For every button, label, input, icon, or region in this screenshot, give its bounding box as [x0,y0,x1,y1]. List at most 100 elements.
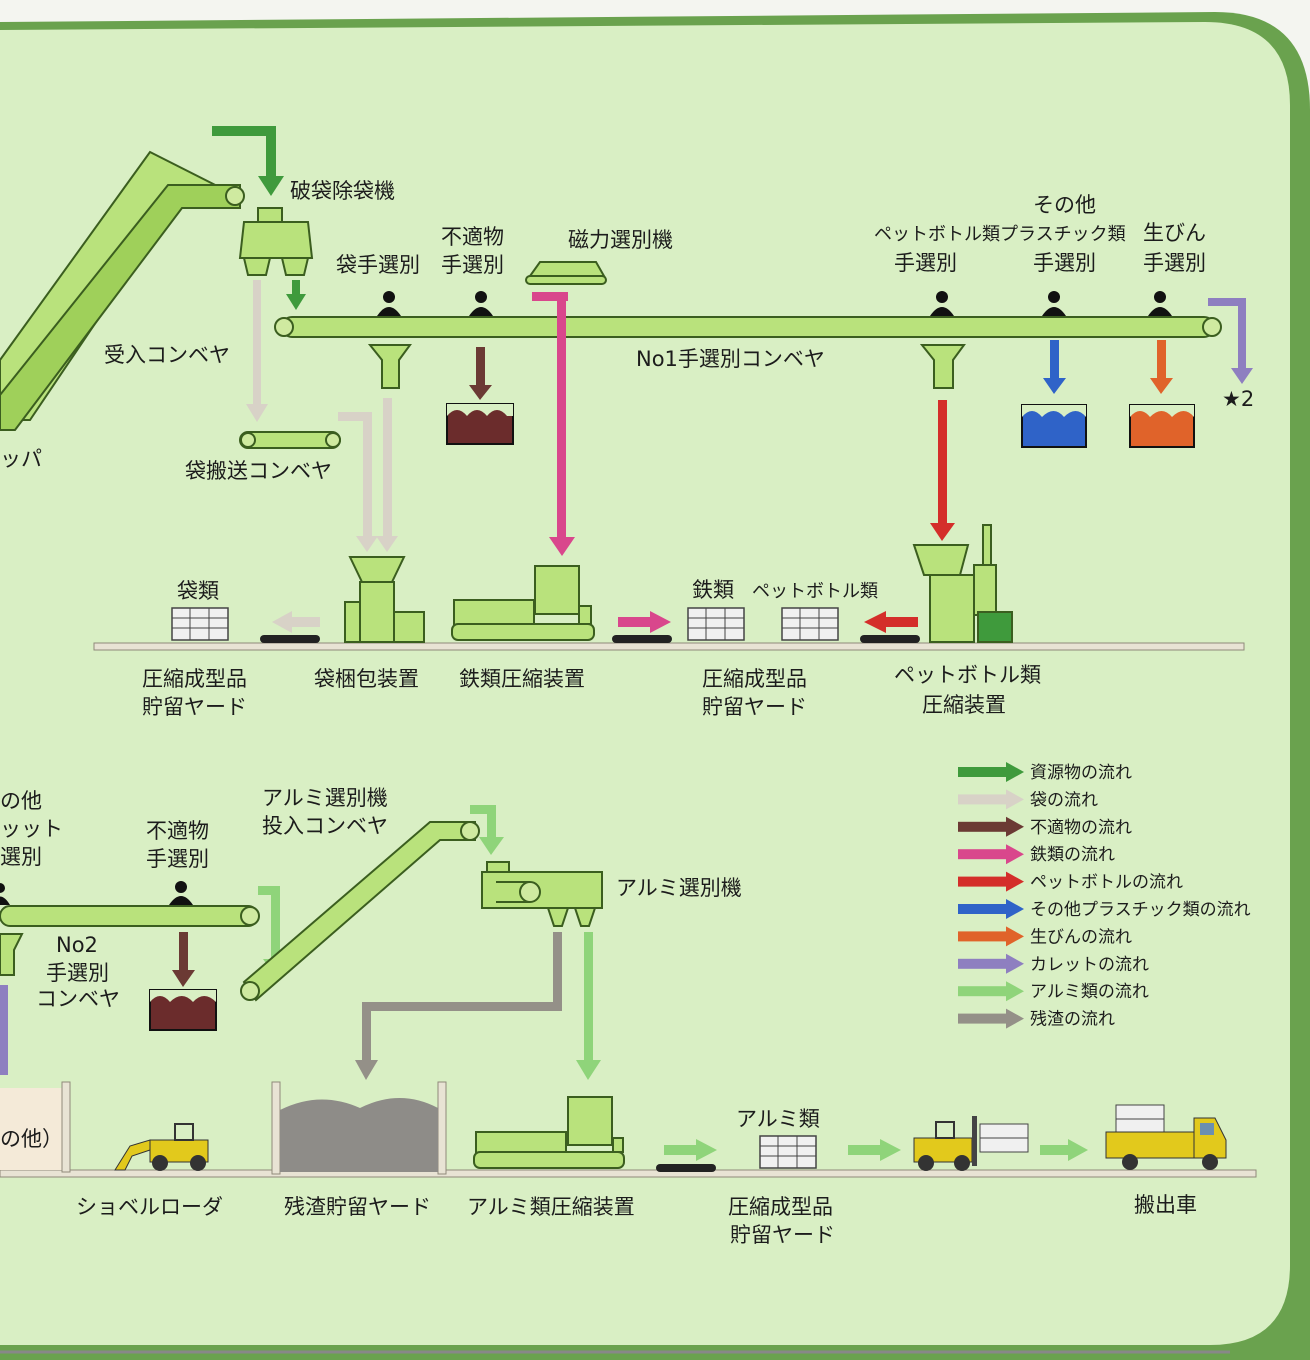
bag-flow-arrow-2 [338,398,398,552]
label-other-plastic-2: プラスチック類 [1000,224,1126,245]
worker-icon [169,881,193,905]
legend-arrow-icon [958,931,1008,942]
legend-arrow-icon [958,876,1008,887]
label-raw-bottle-1: 生びん [1143,221,1206,245]
shovel-loader-icon [114,1123,209,1171]
label-pet-sort-1: ペットボトル類 [874,224,1000,245]
legend-arrow-icon [958,767,1008,777]
legend-label: その他プラスチック類の流れ [1030,900,1251,920]
legend-label: 生びんの流れ [1030,927,1132,947]
label-truck: 搬出車 [1134,1193,1197,1217]
glass-flow-arrow [1150,340,1173,394]
label-iron-compressor: 鉄類圧縮装置 [459,667,585,691]
worker-icon [0,883,10,905]
iron-flow-arrow [532,292,575,556]
label-bag-transport-conveyor: 袋搬送コンベヤ [185,459,332,483]
legend-arrow-icon [958,1013,1008,1024]
legend-arrowhead-icon [1006,953,1024,974]
label-raw-bottle-2: 手選別 [1143,251,1206,275]
label-alu-conveyor-2: 投入コンベヤ [262,814,388,838]
label-other-plastic-1: その他 [1033,193,1096,217]
label-other-cutoff-3: 選別 [0,845,42,869]
label-iron: 鉄類 [692,578,734,602]
legend-label: アルミ類の流れ [1030,982,1149,1002]
pet-compressor-machine [912,524,1013,643]
storage-pile [0,1081,71,1173]
bag-transport-conveyor [239,431,341,449]
funnel [0,933,24,976]
unsuitable-bin [446,403,514,445]
bag-flow-arrow-3 [272,611,320,633]
label-storage-left-1: 圧縮成型品 [142,667,247,691]
label-no2-2: 手選別 [46,961,109,985]
legend-arrowhead-icon [1006,1008,1024,1029]
roller-conveyor [860,635,920,643]
floor-line-1 [93,642,1245,651]
compressed-bale [759,1135,817,1169]
legend-label: 資源物の流れ [1030,763,1132,783]
label-other-cutoff-2: ッット [0,817,63,841]
legend-arrow-icon [958,794,1008,805]
label-hopper: ッパ [0,447,42,471]
aluminum-flow-arrow-4 [664,1139,717,1161]
cullet-flow-arrow-2 [0,985,8,1075]
iron-compressor-machine [451,565,595,641]
label-no2-1: No2 [56,933,98,957]
funnel [367,344,412,389]
label-other-plastic-3: 手選別 [1033,251,1096,275]
legend-arrowhead-icon [1006,871,1024,892]
label-alu: アルミ類 [736,1107,820,1131]
legend-label: カレットの流れ [1030,955,1149,975]
unsuitable-bin-2 [149,989,217,1031]
legend-arrow-icon [958,904,1008,914]
forklift-icon [913,1116,1029,1171]
pet-flow-arrow [930,400,955,541]
iron-flow-arrow-2 [618,611,671,633]
worker-icon [1148,291,1172,316]
legend-arrowhead-icon [1006,762,1024,782]
legend-arrow-icon [958,849,1008,860]
label-bag-breaker: 破袋除袋機 [290,179,395,203]
roller-conveyor [612,635,672,643]
legend-arrowhead-icon [1006,981,1024,1002]
label-storage-alu-1: 圧縮成型品 [728,1195,833,1219]
label-shovel-loader: ショベルローダ [76,1195,223,1219]
aluminum-flow-arrow-6 [1040,1139,1088,1161]
plastic-flow-arrow [1043,340,1066,394]
no2-conveyor [0,905,260,927]
label-pet-compressor-1: ペットボトル類 [894,663,1041,687]
legend-arrowhead-icon [1006,816,1024,837]
label-bags: 袋類 [177,579,219,603]
magnetic-separator-machine [525,261,607,285]
legend-arrowhead-icon [1006,926,1024,947]
unsuitable-flow-arrow [469,347,492,400]
bag-breaker-machine [238,207,314,276]
residue-flow-arrow [355,932,562,1080]
aluminum-flow-arrow-5 [848,1139,901,1161]
label-pile-cutoff: の他） [0,1127,63,1151]
compressed-bale [781,607,839,641]
compressed-bale [687,607,745,641]
legend-label: 袋の流れ [1030,790,1098,810]
legend-item: 不適物の流れ [958,816,1132,838]
label-alu-compressor: アルミ類圧縮装置 [467,1195,635,1219]
aluminum-flow-arrow-2 [470,805,504,855]
label-other-cutoff-1: の他 [0,789,42,813]
roller-conveyor [656,1164,716,1172]
aluminum-separator-machine [481,861,603,927]
legend-label: 鉄類の流れ [1030,845,1115,865]
glass-bin [1129,404,1195,448]
worker-icon [377,291,401,316]
legend-label: ペットボトルの流れ [1030,873,1183,893]
label-storage-mid-1: 圧縮成型品 [702,667,807,691]
aluminum-input-conveyor [240,821,480,1002]
label-receiving-conveyor: 受入コンベヤ [104,343,230,367]
label-star2: ★2 [1222,387,1254,411]
plastic-bin [1021,404,1087,448]
label-alu-separator: アルミ選別機 [616,876,742,900]
label-unsuitable2-2: 手選別 [146,847,209,871]
worker-icon [469,291,493,316]
funnel [919,344,966,389]
legend-item: 残渣の流れ [958,1008,1115,1030]
legend-item: 鉄類の流れ [958,844,1115,865]
